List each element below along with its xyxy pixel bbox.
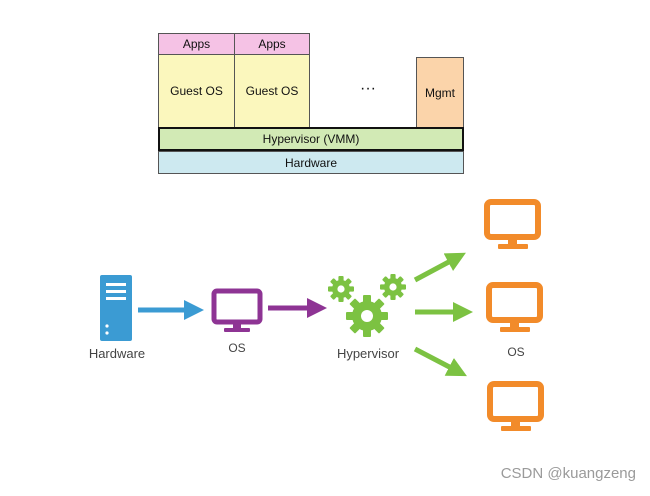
hardware-label: Hardware	[88, 346, 146, 361]
mgmt-box: Mgmt	[416, 57, 464, 128]
hardware-layer: Hardware	[158, 151, 464, 174]
vm-monitor-icon-bottom	[487, 381, 544, 431]
os-monitor-icon	[211, 288, 263, 332]
hypervisor-label: Hypervisor	[336, 346, 400, 361]
server-icon	[100, 275, 132, 341]
guest-os-label: OS	[507, 345, 525, 359]
arrow-hypervisor-to-vm-bottom	[413, 346, 467, 377]
vm-monitor-icon-top	[484, 199, 541, 249]
arrow-hypervisor-to-vm-top	[413, 252, 466, 283]
os-label: OS	[228, 341, 246, 355]
ellipsis: ···	[360, 80, 376, 97]
vm-monitor-icon-middle	[486, 282, 543, 332]
guest-os-box-2: Guest OS	[234, 54, 310, 128]
guest-os-box-1: Guest OS	[158, 54, 235, 128]
watermark: CSDN @kuangzeng	[500, 465, 636, 482]
hypervisor-layer: Hypervisor (VMM)	[158, 127, 464, 151]
hypervisor-gears-icon	[328, 274, 406, 337]
apps-box-2: Apps	[234, 33, 310, 55]
